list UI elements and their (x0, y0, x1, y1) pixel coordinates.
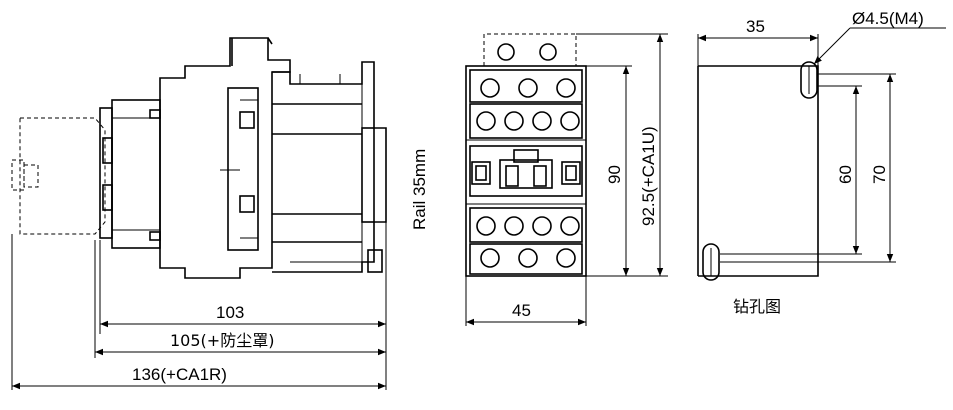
dimension-105: 105(+防尘罩) (95, 331, 386, 356)
hole-spec-text: Ø4.5(M4) (852, 9, 924, 28)
dimension-90: 90 (605, 66, 630, 276)
terminal-block (99, 99, 161, 249)
main-body (159, 37, 291, 279)
dim-60-text: 60 (836, 165, 855, 184)
rail-section (272, 61, 387, 273)
dim-105-text: 105(+防尘罩) (170, 331, 274, 350)
dimension-136: 136(+CA1R) (12, 365, 386, 390)
front-view: 45 90 92.5(+CA1U) (465, 33, 668, 326)
dimension-60: 60 (836, 86, 860, 254)
drill-pattern-label: 钻孔图 (733, 297, 781, 316)
dimension-92-5: 92.5(+CA1U) (639, 34, 664, 276)
dim-35-text: 35 (746, 17, 765, 36)
rail-label: Rail 35mm (410, 149, 429, 230)
dust-cover-dashed (11, 117, 106, 235)
dim-90-text: 90 (605, 165, 624, 184)
terminal-screws-bottom (476, 216, 580, 268)
dimension-70: 70 (870, 74, 894, 262)
terminal-screws-top (476, 43, 580, 131)
mounting-slot-bottom (702, 243, 720, 281)
dim-92-5-text: 92.5(+CA1U) (639, 126, 658, 226)
dimension-103: 103 (100, 303, 386, 328)
drill-pattern-view: 35 Ø4.5(M4) 60 70 钻孔图 (697, 9, 946, 316)
mounting-slot-top (800, 61, 818, 99)
dimension-35: 35 (698, 17, 818, 42)
dim-103-text: 103 (216, 303, 244, 322)
dimension-45: 45 (466, 301, 586, 326)
side-view: Rail 35mm 103 105(+防尘罩) 136(+CA1R) (11, 37, 429, 390)
dim-70-text: 70 (870, 165, 889, 184)
dim-136-text: 136(+CA1R) (132, 365, 227, 384)
contact-indicator (471, 149, 581, 189)
hole-callout: Ø4.5(M4) (813, 9, 946, 65)
dim-45-text: 45 (512, 301, 531, 320)
